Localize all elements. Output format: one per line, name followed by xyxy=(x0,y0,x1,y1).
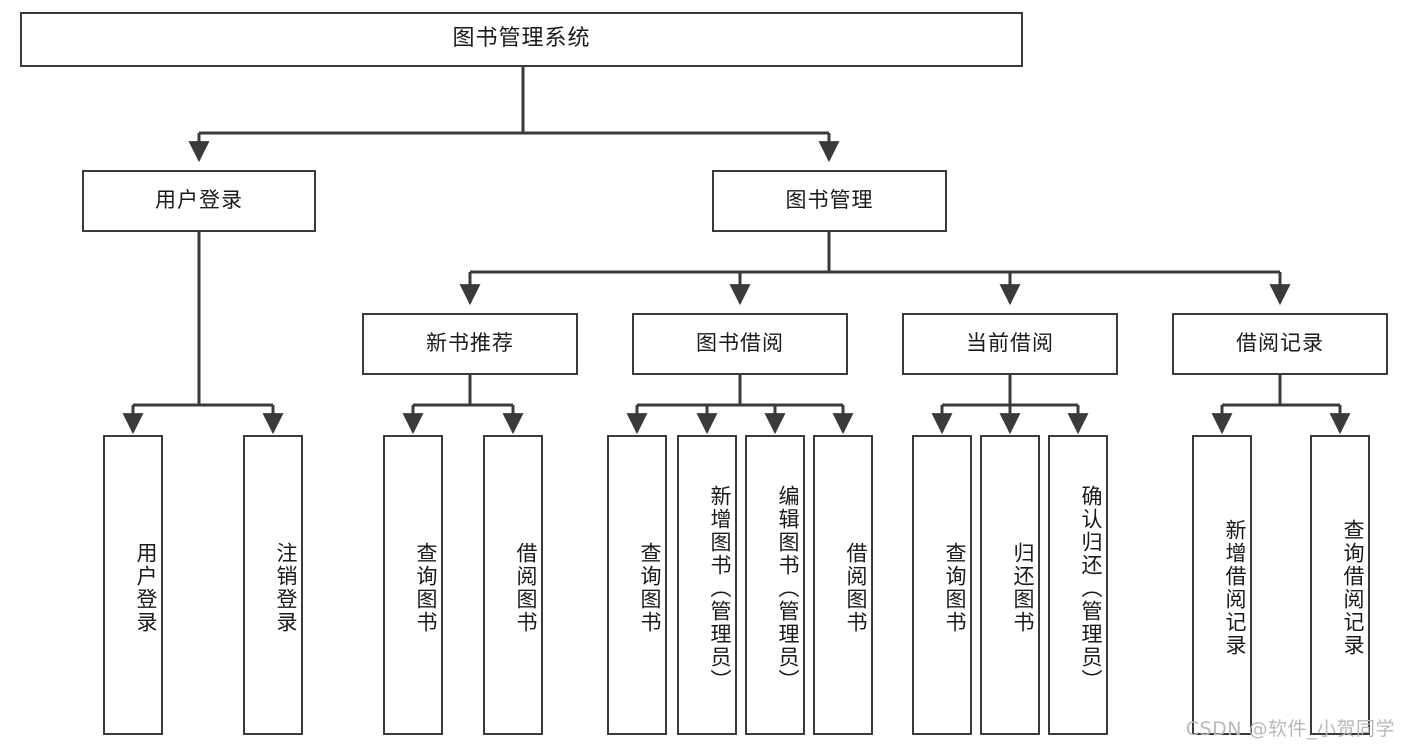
node-book-borrow[interactable]: 图书借阅 xyxy=(632,313,848,375)
node-label: 查询图书 xyxy=(414,542,438,634)
node-user-login[interactable]: 用户登录 xyxy=(82,170,316,232)
node-root-book-management-system[interactable]: 图书管理系统 xyxy=(20,12,1023,67)
node-label: 新增借阅记录 xyxy=(1223,519,1247,657)
node-label: 图书管理 xyxy=(785,188,874,213)
node-leaf-edit-book[interactable]: 编辑图书（管理员） xyxy=(745,435,805,735)
node-label: 新增图书（管理员） xyxy=(708,484,732,692)
node-label: 确认归还（管理员） xyxy=(1079,484,1103,692)
node-label: 用户登录 xyxy=(155,188,243,213)
node-label: 查询借阅记录 xyxy=(1341,519,1365,657)
node-label: 新书推荐 xyxy=(426,331,514,356)
node-leaf-query-borrow-record[interactable]: 查询借阅记录 xyxy=(1310,435,1370,735)
node-leaf-user-login[interactable]: 用户登录 xyxy=(103,435,163,735)
node-borrow-record[interactable]: 借阅记录 xyxy=(1172,313,1388,375)
node-label: 查询图书 xyxy=(943,542,967,634)
node-leaf-borrow-book[interactable]: 借阅图书 xyxy=(813,435,873,735)
node-label: 借阅图书 xyxy=(514,542,538,634)
node-leaf-query-book-borrow[interactable]: 查询图书 xyxy=(607,435,667,735)
node-leaf-query-book-current[interactable]: 查询图书 xyxy=(912,435,972,735)
node-book-manage[interactable]: 图书管理 xyxy=(712,170,947,232)
node-leaf-add-borrow-record[interactable]: 新增借阅记录 xyxy=(1192,435,1252,735)
node-new-book-recommend[interactable]: 新书推荐 xyxy=(362,313,578,375)
node-leaf-confirm-return[interactable]: 确认归还（管理员） xyxy=(1048,435,1108,735)
node-label: 归还图书 xyxy=(1011,542,1035,634)
node-label: 编辑图书（管理员） xyxy=(776,484,800,692)
node-label: 注销登录 xyxy=(274,542,298,634)
node-label: 用户登录 xyxy=(134,542,158,634)
watermark-text: CSDN @软件_小贺同学 xyxy=(1185,718,1395,740)
node-leaf-user-logout[interactable]: 注销登录 xyxy=(243,435,303,735)
node-current-borrow[interactable]: 当前借阅 xyxy=(902,313,1118,375)
node-leaf-borrow-book-recommend[interactable]: 借阅图书 xyxy=(483,435,543,735)
node-label: 图书管理系统 xyxy=(452,26,591,52)
node-label: 借阅图书 xyxy=(844,542,868,634)
node-leaf-return-book[interactable]: 归还图书 xyxy=(980,435,1040,735)
node-label: 借阅记录 xyxy=(1236,331,1324,356)
node-label: 查询图书 xyxy=(638,542,662,634)
node-label: 图书借阅 xyxy=(696,331,784,356)
node-label: 当前借阅 xyxy=(966,331,1054,356)
node-leaf-add-book[interactable]: 新增图书（管理员） xyxy=(677,435,737,735)
node-leaf-query-book-recommend[interactable]: 查询图书 xyxy=(383,435,443,735)
